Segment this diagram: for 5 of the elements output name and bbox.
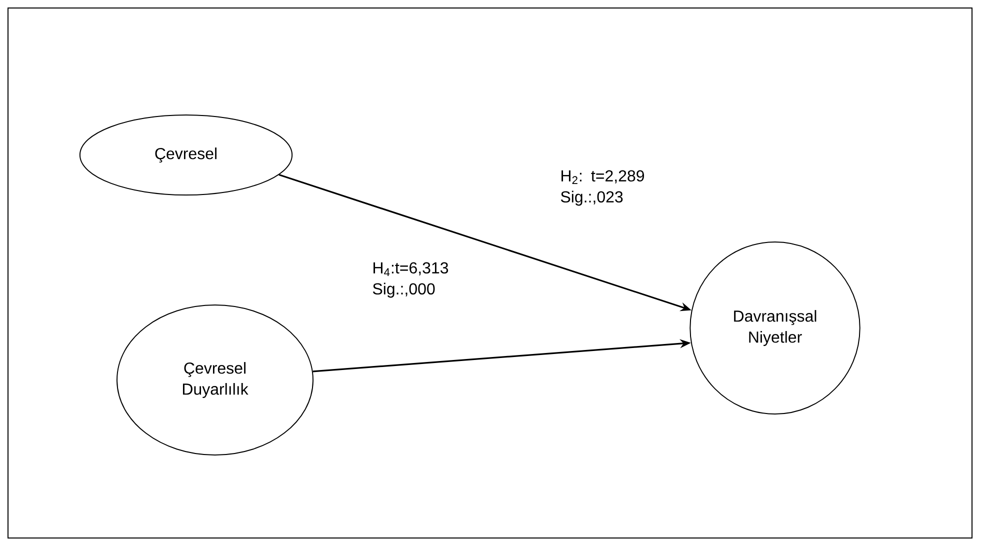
edge-label: H$_{4}$:t=6,313 Sig.:,000 <box>372 262 448 298</box>
ellipse-node: Çevresel <box>79 114 293 196</box>
ellipse-node: Çevresel Duyarlılık <box>116 304 314 456</box>
ellipse-node: Davranışsal Niyetler <box>690 242 860 414</box>
edge-label: H$_{2}$: t=2,289 Sig.:,023 <box>560 170 644 206</box>
